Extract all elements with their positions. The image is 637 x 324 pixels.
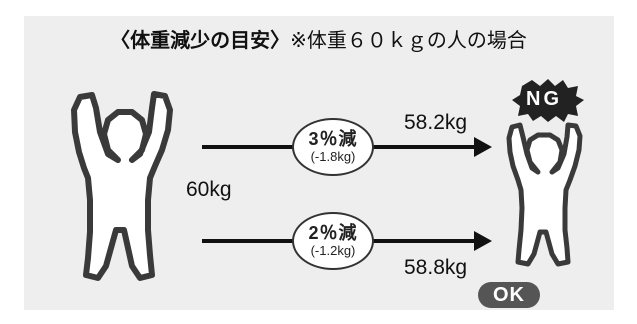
- reduction-pill-2pct: 2％減 (-1.2kg): [292, 212, 374, 270]
- title-bold-part: 〈体重減少の目安〉: [110, 27, 291, 52]
- reduction-pill-sub: (-1.8kg): [310, 149, 356, 164]
- person-figure-small: [506, 122, 583, 267]
- result-weight-top: 58.2kg: [404, 111, 468, 134]
- result-weight-bottom: 58.8kg: [404, 256, 468, 279]
- diagram-title: 〈体重減少の目安〉 ※体重６０ｋｇの人の場合: [0, 28, 637, 52]
- ng-burst: [512, 79, 584, 122]
- start-weight: 60kg: [186, 178, 232, 201]
- ng-badge-label: NG: [526, 88, 562, 110]
- person-figure-large: [71, 91, 173, 281]
- reduction-pill-3pct: 3％減 (-1.8kg): [292, 118, 374, 176]
- title-normal-part: ※体重６０ｋｇの人の場合: [290, 27, 527, 52]
- reduction-pill-main: 2％減: [308, 223, 358, 243]
- reduction-pill-sub: (-1.2kg): [310, 243, 356, 258]
- ok-badge-label: OK: [493, 283, 525, 306]
- ok-badge: OK: [478, 282, 540, 308]
- reduction-pill-main: 3％減: [308, 129, 358, 149]
